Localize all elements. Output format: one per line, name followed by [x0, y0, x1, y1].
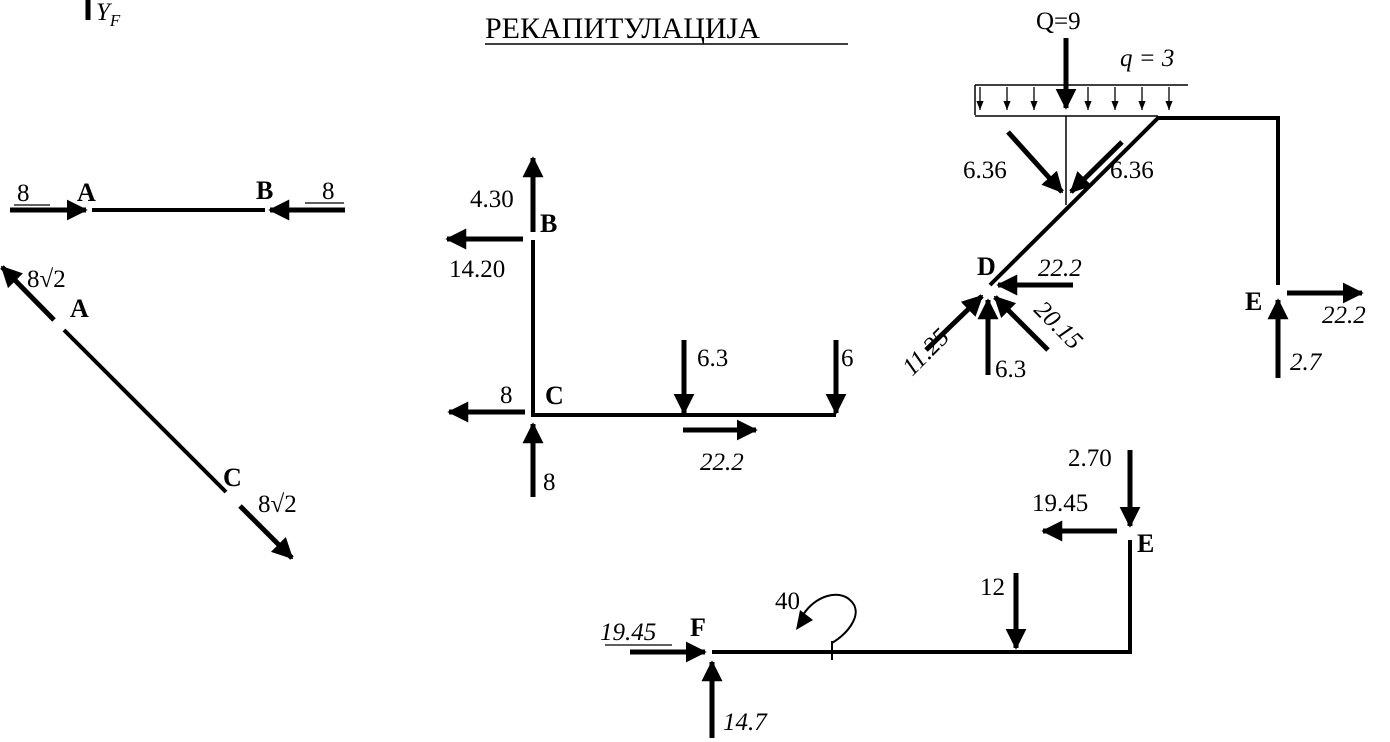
member-de-group: Q=9 q = 3 6.36 6.36 D 22.2 11.25 20.15 6… [897, 8, 1365, 383]
bc-node-c: C [545, 381, 564, 410]
q-distributed-value: q = 3 [1120, 45, 1174, 72]
d-left-inclined-arrow [924, 294, 984, 352]
ef-node-e: E [1137, 529, 1154, 558]
d-horizontal-value: 22.2 [1038, 255, 1082, 282]
ef-node-f: F [690, 613, 706, 642]
ab-right-force-value: 8 [322, 178, 335, 205]
ef-e-horizontal-value: 19.45 [1032, 490, 1088, 517]
b-vertical-value: 4.30 [470, 186, 514, 213]
inclined-left-arrow [1006, 130, 1064, 194]
member-de [988, 116, 1280, 287]
c-horizontal-value: 8 [500, 382, 513, 409]
ef-moment-value: 40 [775, 588, 800, 615]
de-node-e: E [1245, 287, 1262, 316]
ac-node-a: A [70, 294, 89, 323]
d-vertical-value: 6.3 [995, 356, 1026, 383]
moment-arrowhead [796, 610, 813, 630]
d-right-inclined-value: 20.15 [1029, 296, 1088, 355]
c-vertical-value: 8 [543, 469, 556, 496]
member-ac-group: 8√2 A C 8√2 [0, 265, 297, 560]
e-vertical-value: 2.7 [1290, 349, 1323, 376]
inclined-left-value: 6.36 [963, 157, 1007, 184]
member-ac [62, 328, 228, 494]
d-right-inclined-arrow [993, 295, 1050, 352]
ac-node-c: C [223, 463, 242, 492]
ab-node-a: A [77, 178, 96, 207]
member-bc-group: 4.30 14.20 B 8 C 8 6.3 6 22.2 [445, 156, 854, 497]
bc-node-b: B [540, 209, 557, 238]
ab-node-b: B [256, 176, 273, 205]
ef-point-load-value: 12 [980, 574, 1005, 601]
ef-e-vertical-value: 2.70 [1068, 445, 1112, 472]
bc-mid-load-value: 6.3 [697, 345, 728, 372]
member-ef [712, 540, 1132, 654]
bc-end-load-value: 6 [841, 345, 854, 372]
moment-arc [802, 593, 857, 652]
f-horizontal-value: 19.45 [600, 619, 656, 646]
q-resultant-value: Q=9 [1036, 8, 1081, 35]
e-horizontal-value: 22.2 [1322, 302, 1366, 329]
ac-top-force-arrow [0, 265, 56, 322]
inclined-right-arrow [1069, 140, 1124, 194]
yf-label: YF [96, 0, 121, 30]
page-title: РЕКАПИТУЛАЦИЈА [485, 12, 760, 45]
f-vertical-value: 14.7 [723, 709, 768, 736]
distributed-load-arrows [976, 87, 1173, 110]
member-ef-group: 2.70 19.45 E 12 40 F 19.45 14.7 [600, 445, 1154, 738]
inclined-right-value: 6.36 [1110, 157, 1154, 184]
bc-shear-value: 22.2 [700, 449, 744, 476]
de-node-d: D [977, 252, 996, 281]
ac-top-force-value: 8√2 [27, 266, 66, 293]
ab-left-force-value: 8 [17, 180, 30, 207]
member-ab-group: 8 A B 8 [10, 176, 345, 221]
b-horizontal-value: 14.20 [449, 256, 505, 283]
ac-bottom-force-value: 8√2 [258, 491, 297, 518]
ac-bottom-force-arrow [238, 504, 294, 560]
member-bc [531, 240, 836, 417]
